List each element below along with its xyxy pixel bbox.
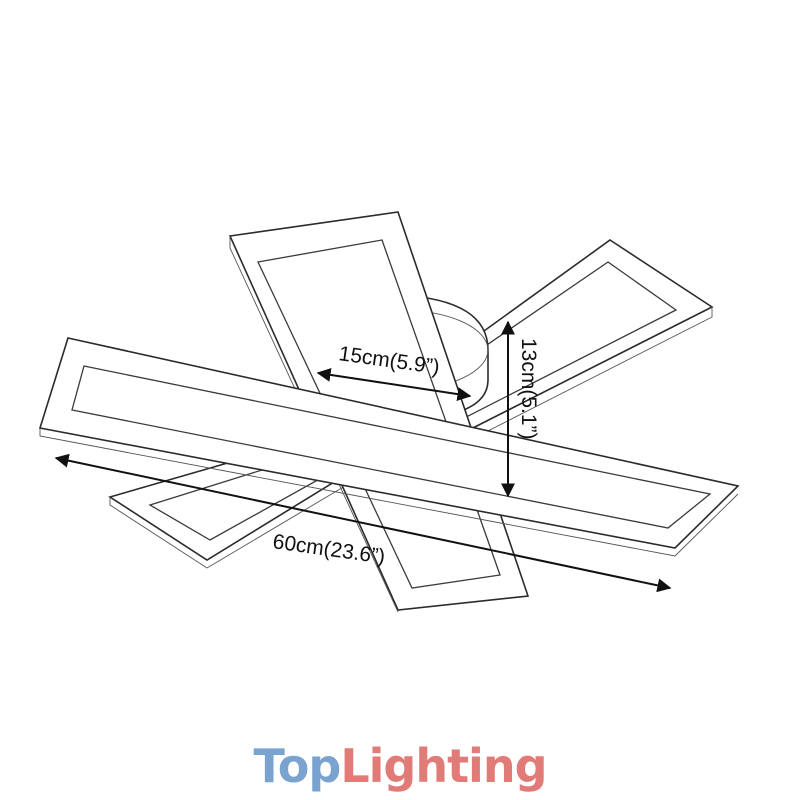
length-dimension-arrow <box>54 453 672 593</box>
brand-logo-part1: Top <box>254 739 341 793</box>
height-label: 13cm(5.1”) <box>517 338 540 440</box>
diameter-dimension-arrow <box>316 367 472 402</box>
brand-logo-part2: Lighting <box>340 739 546 793</box>
brand-logo: TopLighting <box>254 739 547 793</box>
